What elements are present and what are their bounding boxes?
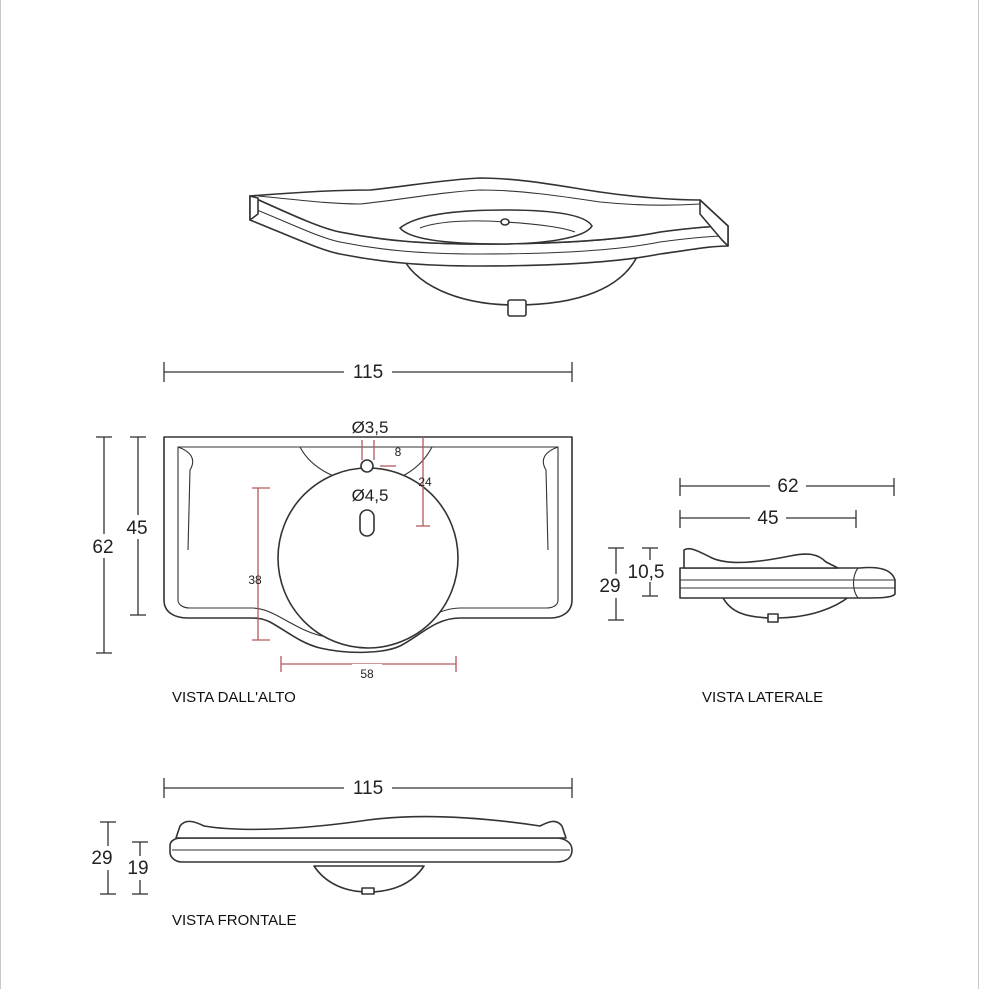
side-body (679, 566, 896, 599)
top-bowl-depth-dim: 38 (248, 573, 262, 587)
side-height-total-dim: 29 (599, 576, 620, 597)
top-drain-offset-dim: 24 (418, 475, 432, 489)
top-tap-hole-dim: Ø3,5 (352, 418, 389, 437)
side-depth-inner-dim: 45 (757, 508, 778, 529)
side-drain-pipe (767, 613, 779, 623)
side-backsplash (683, 547, 839, 569)
top-tap-hole (360, 459, 374, 473)
side-height-edge-dim: 10,5 (628, 562, 665, 583)
perspective-drain-pipe (507, 299, 527, 317)
top-width-dim: 115 (353, 362, 383, 383)
sheet-border-right (978, 0, 979, 989)
side-view-label: VISTA LATERALE (702, 689, 823, 706)
front-view-label: VISTA FRONTALE (172, 912, 296, 929)
top-tap-offset-dim: 8 (395, 445, 402, 459)
sheet-border-left (0, 0, 1, 989)
perspective-tap-hole (500, 218, 510, 226)
top-view: 115 62 45 (88, 362, 573, 706)
top-view-label: VISTA DALL'ALTO (172, 689, 296, 706)
front-height-body-dim: 19 (127, 858, 148, 879)
front-drain-pipe (361, 887, 375, 895)
side-view: 62 45 29 10,5 (596, 476, 896, 623)
front-backsplash (175, 815, 567, 839)
side-depth-total-dim: 62 (777, 476, 798, 497)
top-drain-hole (359, 509, 375, 537)
top-depth-total-dim: 62 (92, 537, 113, 558)
top-depth-inner-dim: 45 (126, 518, 147, 539)
perspective-view (249, 177, 729, 317)
perspective-bowl-opening (399, 209, 593, 245)
side-bowl-underside (721, 595, 851, 619)
top-bowl-width-dim: 58 (360, 667, 374, 681)
top-drain-hole-dim: Ø4,5 (352, 486, 389, 505)
front-height-total-dim: 29 (91, 848, 112, 869)
front-width-dim: 115 (353, 778, 383, 799)
front-view: 115 29 19 (88, 778, 573, 895)
